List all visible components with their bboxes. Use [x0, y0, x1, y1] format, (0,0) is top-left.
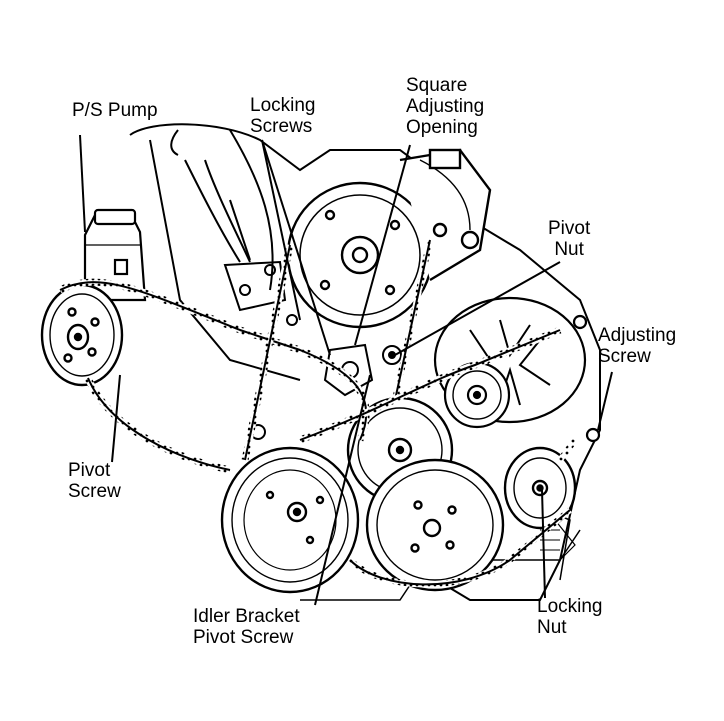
- label-locking-screws: Locking Screws: [250, 95, 316, 137]
- label-locking-nut: Locking Nut: [537, 596, 603, 638]
- label-adjusting-screw: Adjusting Screw: [598, 325, 677, 367]
- label-pivot-screw: Pivot Screw: [68, 460, 121, 502]
- label-ps-pump: P/S Pump: [72, 100, 158, 121]
- label-square-adjusting-opening: Square Adjusting Opening: [406, 75, 485, 138]
- leader-pivot-nut: [394, 261, 561, 356]
- drive-belts: [58, 239, 578, 588]
- leader-locking-nut: [541, 489, 546, 599]
- leader-idler-bracket: [314, 374, 371, 606]
- leader-ps-pump: [79, 134, 86, 233]
- leader-adjusting-screw: [597, 371, 613, 431]
- label-pivot-nut: Pivot Nut: [548, 218, 591, 260]
- leader-lines: [79, 134, 613, 606]
- leader-locking-screws-2: [261, 139, 301, 321]
- tensioner-pulley: [503, 446, 577, 530]
- crankshaft-pulley: [220, 446, 360, 594]
- ac-compressor: [286, 148, 492, 329]
- ps-pump-pulley: [40, 283, 124, 387]
- leader-square-opening: [354, 144, 411, 346]
- label-idler-bracket-pivot-screw: Idler Bracket Pivot Screw: [193, 606, 300, 648]
- leader-pivot-screw: [111, 374, 121, 463]
- alternator: [433, 296, 601, 443]
- leader-locking-screws-1: [261, 139, 331, 356]
- water-pump-pulley: [365, 458, 505, 592]
